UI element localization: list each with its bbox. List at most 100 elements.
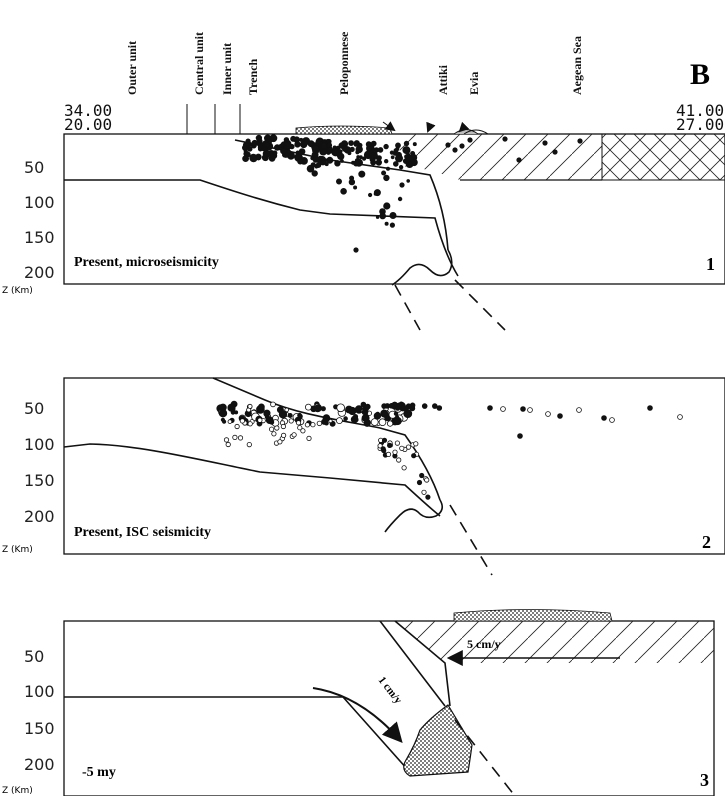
seismic-event — [394, 405, 401, 411]
seismic-event — [317, 159, 322, 164]
seismic-event — [268, 426, 275, 432]
seismic-event — [335, 178, 342, 185]
panel-1-number: 1 — [706, 254, 715, 274]
tick-200: 200 — [24, 507, 55, 526]
coordinates: 34.00 20.00 41.00 27.00 — [64, 101, 724, 134]
seismic-event — [316, 420, 323, 427]
seismic-event — [386, 442, 393, 448]
seismic-event — [264, 134, 272, 142]
seismic-event — [263, 409, 271, 417]
seismic-event — [263, 141, 271, 149]
seismic-event — [542, 140, 548, 146]
seismic-event — [520, 406, 526, 412]
seismic-event — [487, 405, 493, 411]
seismic-event — [288, 418, 294, 424]
seismic-event — [225, 441, 231, 448]
seismic-event — [219, 403, 227, 412]
seismic-event — [321, 156, 326, 162]
seismic-event — [355, 145, 363, 154]
tick-150: 150 — [24, 719, 55, 738]
seismic-event — [436, 405, 443, 411]
seismic-event — [385, 451, 392, 457]
seismic-event — [395, 142, 401, 149]
seismic-event — [280, 432, 287, 438]
seismic-event — [287, 412, 293, 418]
seismic-event — [373, 412, 382, 420]
seismic-event — [403, 140, 410, 147]
seismic-event — [315, 162, 322, 169]
coord-left-top: 34.00 — [64, 101, 112, 120]
seismic-event — [577, 138, 583, 144]
seismic-event — [500, 406, 506, 412]
seismic-event — [431, 403, 438, 409]
tick-50: 50 — [24, 399, 44, 418]
seismic-event — [353, 247, 359, 253]
seismic-event — [367, 192, 373, 198]
seismic-event — [294, 141, 301, 148]
seismic-event — [405, 444, 412, 450]
seismic-event — [234, 410, 239, 415]
seismic-event — [336, 403, 346, 413]
label-peloponnese: Peloponnese — [337, 31, 351, 95]
seismic-event — [399, 182, 405, 188]
coord-right-bottom: 27.00 — [676, 115, 724, 134]
seismic-event — [271, 431, 277, 437]
seismic-event — [291, 432, 297, 438]
seismic-event — [343, 416, 348, 421]
seismic-event — [375, 215, 380, 219]
slab-3-stipple — [403, 704, 473, 777]
label-central-unit: Central unit — [192, 32, 206, 95]
tick-100: 100 — [24, 435, 55, 454]
depth-axis-label-2: Z (Km) — [2, 545, 33, 555]
seismic-event — [232, 434, 238, 440]
coord-right-top: 41.00 — [676, 101, 724, 120]
panel-3: 5 cm/y 1 cm/y 50 100 150 200 Z (Km) -5 m… — [2, 609, 715, 796]
seismic-event — [348, 140, 355, 147]
panel-2-caption: Present, ISC seismicity — [74, 525, 211, 540]
seismic-event — [237, 435, 244, 441]
depth-ticks-3: 50 100 150 200 — [24, 647, 55, 774]
seismic-event — [384, 221, 389, 226]
seismic-event — [373, 192, 378, 196]
seismic-event — [502, 136, 508, 142]
seismic-event — [383, 202, 391, 210]
seismic-event — [370, 418, 379, 427]
seismic-event — [326, 146, 333, 154]
tick-200: 200 — [24, 755, 55, 774]
slab-2-base — [63, 443, 441, 517]
panel-2-number: 2 — [702, 532, 711, 552]
seismic-event — [389, 211, 397, 219]
seismic-event — [349, 146, 355, 152]
coord-left-bottom: 20.00 — [64, 115, 112, 134]
seismic-event — [397, 196, 403, 202]
seismic-event — [335, 417, 343, 425]
seismic-event — [392, 161, 399, 167]
seismic-event — [320, 141, 328, 150]
seismic-event — [394, 154, 403, 163]
seismic-event — [223, 437, 230, 443]
seismic-event — [365, 141, 372, 148]
panel-1-caption: Present, microseismicity — [74, 255, 219, 270]
depth-ticks-2: 50 100 150 200 — [24, 399, 55, 526]
rate-slab: 1 cm/y — [376, 674, 405, 706]
seismic-event — [527, 407, 533, 413]
seismic-event — [255, 155, 261, 161]
slab-1 — [64, 179, 459, 277]
seismic-event — [290, 135, 297, 142]
seismic-event — [375, 159, 382, 166]
seismic-event — [394, 440, 400, 446]
seismic-event — [361, 408, 369, 416]
seismic-event — [377, 443, 383, 449]
seismic-event — [243, 148, 248, 153]
seismic-event — [341, 145, 349, 153]
seismic-event — [361, 156, 367, 161]
seismic-event — [274, 425, 280, 431]
seismic-event — [383, 143, 389, 150]
seismic-event — [370, 140, 377, 147]
seismic-event — [304, 403, 312, 411]
seismic-event — [247, 146, 253, 152]
seismic-event — [358, 170, 366, 178]
seismic-event — [295, 420, 302, 426]
seismic-event — [413, 441, 419, 447]
slab-1-dashed — [454, 279, 506, 331]
